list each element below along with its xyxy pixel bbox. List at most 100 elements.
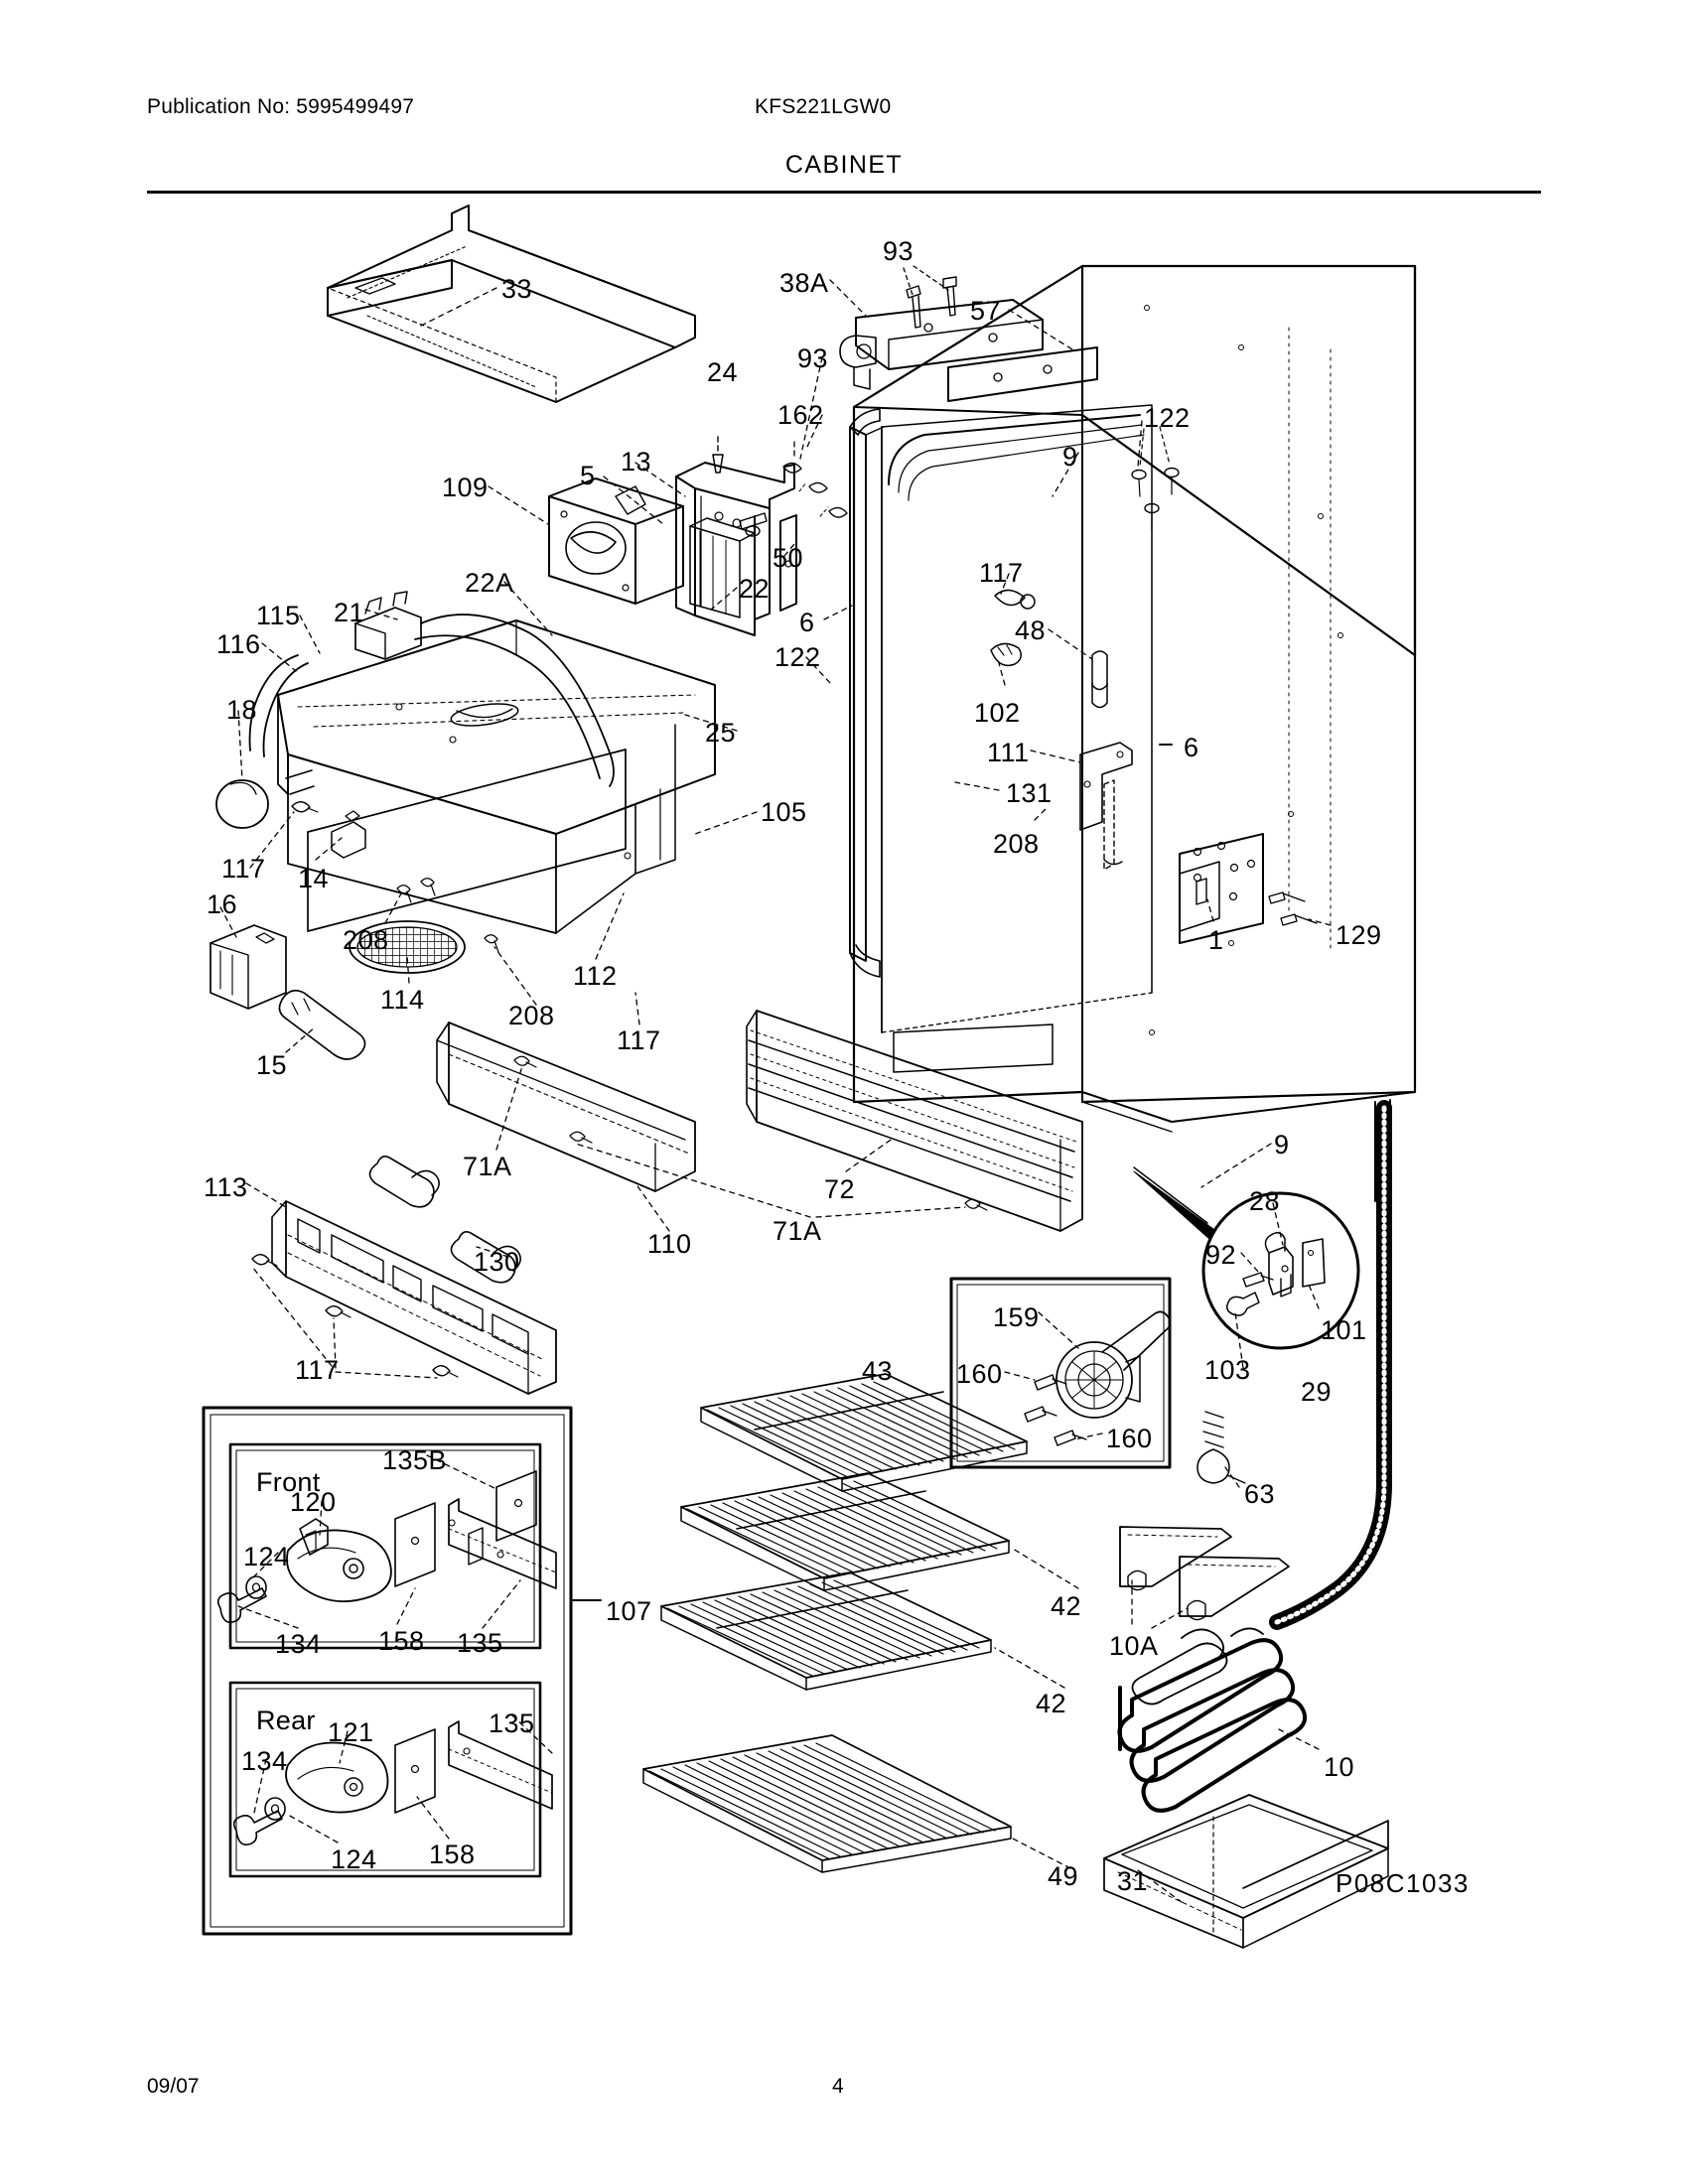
- part-31-drain-pan: [1103, 1794, 1389, 1949]
- part-callout-38a: 38A: [779, 268, 829, 298]
- fan-motor-inset: [949, 1277, 1172, 1469]
- part-93-screws: [903, 265, 957, 329]
- part-callout-92: 92: [1205, 1240, 1237, 1270]
- shelf-42-lower: [660, 1571, 992, 1691]
- part-callout-134: 134: [275, 1629, 322, 1659]
- part-107-caster-inset: [202, 1406, 573, 1936]
- part-callout-57: 57: [970, 296, 1002, 326]
- part-callout-208: 208: [343, 925, 389, 955]
- part-callout-21: 21: [334, 598, 365, 627]
- part-callout-135: 135: [457, 1628, 503, 1658]
- part-callout-122: 122: [774, 642, 821, 672]
- part-callout-71a: 71A: [773, 1216, 822, 1246]
- part-callout-6: 6: [799, 608, 815, 637]
- page-title: CABINET: [784, 151, 904, 179]
- part-callout-42: 42: [1051, 1591, 1082, 1621]
- part-callout-131: 131: [1006, 778, 1053, 808]
- part-109-fan-shroud: [548, 478, 684, 605]
- part-callout-71a: 71A: [463, 1152, 512, 1181]
- part-callout-159: 159: [993, 1302, 1040, 1332]
- part-callout-105: 105: [761, 797, 807, 827]
- part-callout-24: 24: [707, 357, 739, 387]
- part-callout-49: 49: [1048, 1861, 1079, 1891]
- part-callout-10: 10: [1324, 1752, 1355, 1782]
- part-10-defrost-heater: [1117, 1627, 1308, 1813]
- part-33-bracket: [327, 205, 696, 403]
- part-callout-18: 18: [226, 695, 258, 725]
- part-callout-117: 117: [295, 1355, 340, 1385]
- title-divider: [147, 191, 1541, 194]
- part-callout-135: 135: [489, 1708, 535, 1738]
- part-29-drain-tube: [1269, 1100, 1392, 1630]
- part-callout-120: 120: [290, 1487, 337, 1517]
- part-24-screw: [712, 436, 724, 474]
- part-callout-72: 72: [824, 1174, 856, 1204]
- part-1-rear-bracket: [1179, 833, 1318, 944]
- part-callout-114: 114: [380, 985, 425, 1015]
- part-38A-top-hinge: [839, 299, 1098, 402]
- footer-page-number: 4: [832, 2075, 844, 2098]
- shelves-group: [642, 1373, 1028, 1873]
- part-callout-22: 22: [739, 574, 771, 604]
- inset-label-rear: Rear: [256, 1706, 316, 1735]
- part-callout-110: 110: [647, 1229, 692, 1259]
- part-callout-101: 101: [1321, 1315, 1367, 1345]
- shelf-43: [700, 1373, 1028, 1492]
- part-113-toe-grille: [251, 1156, 557, 1395]
- part-13-control-bracket: [675, 462, 797, 636]
- part-callout-93: 93: [797, 343, 829, 373]
- part-callout-112: 112: [573, 961, 618, 991]
- part-callout-121: 121: [328, 1717, 374, 1747]
- part-callout-42: 42: [1036, 1689, 1067, 1718]
- part-callout-48: 48: [1015, 615, 1047, 645]
- part-callout-16: 16: [207, 889, 238, 919]
- part-callout-111: 111: [987, 738, 1030, 767]
- part-callout-63: 63: [1244, 1479, 1276, 1509]
- part-callout-115: 115: [256, 601, 301, 630]
- part-callout-9: 9: [1062, 442, 1078, 472]
- part-callout-14: 14: [298, 864, 330, 893]
- part-110-kick-trim: [436, 1022, 696, 1192]
- part-callout-113: 113: [204, 1172, 248, 1202]
- part-callout-93: 93: [883, 236, 914, 266]
- part-callout-135b: 135B: [382, 1445, 448, 1475]
- model-number: KFS221LGW0: [755, 95, 892, 118]
- part-callout-25: 25: [705, 718, 737, 748]
- part-callout-15: 15: [256, 1050, 288, 1080]
- part-callout-103: 103: [1204, 1355, 1251, 1385]
- publication-number: Publication No: 5995499497: [147, 95, 415, 118]
- part-callout-129: 129: [1336, 920, 1382, 950]
- cabinet-interior-small-parts: [990, 589, 1133, 871]
- shelf-49: [642, 1734, 1012, 1873]
- part-callout-6: 6: [1184, 733, 1199, 762]
- part-callout-9: 9: [1274, 1130, 1290, 1160]
- part-162-clips: [782, 441, 848, 518]
- part-callout-10a: 10A: [1109, 1631, 1159, 1661]
- part-callout-22a: 22A: [465, 568, 514, 598]
- detail-circle-callout: [1133, 1166, 1360, 1350]
- inset-label-front: Front: [256, 1467, 321, 1497]
- part-122-top-washers: [1131, 426, 1180, 531]
- part-callout-13: 13: [621, 447, 652, 477]
- leader-lines: [219, 279, 1332, 1903]
- part-callout-124: 124: [331, 1844, 377, 1874]
- part-callout-116: 116: [216, 629, 261, 659]
- part-callout-208: 208: [508, 1001, 555, 1030]
- part-callout-50: 50: [773, 543, 804, 573]
- part-10A-brackets: [1119, 1526, 1290, 1621]
- part-callout-134: 134: [241, 1746, 288, 1776]
- part-callout-208: 208: [993, 829, 1040, 859]
- footer-date: 09/07: [147, 2075, 200, 2098]
- part-callout-162: 162: [777, 400, 824, 430]
- part-callout-31: 31: [1117, 1866, 1149, 1896]
- part-callout-117: 117: [221, 854, 266, 884]
- cabinet-shell: [849, 264, 1417, 1207]
- part-callout-43: 43: [862, 1356, 894, 1386]
- part-callout-1: 1: [1208, 925, 1224, 955]
- part-callout-160: 160: [956, 1359, 1003, 1389]
- part-callout-117: 117: [979, 558, 1024, 588]
- part-callout-130: 130: [474, 1247, 520, 1277]
- part-72-base-grille: [746, 1010, 1083, 1232]
- figure-code: P08C1033: [1336, 1868, 1470, 1898]
